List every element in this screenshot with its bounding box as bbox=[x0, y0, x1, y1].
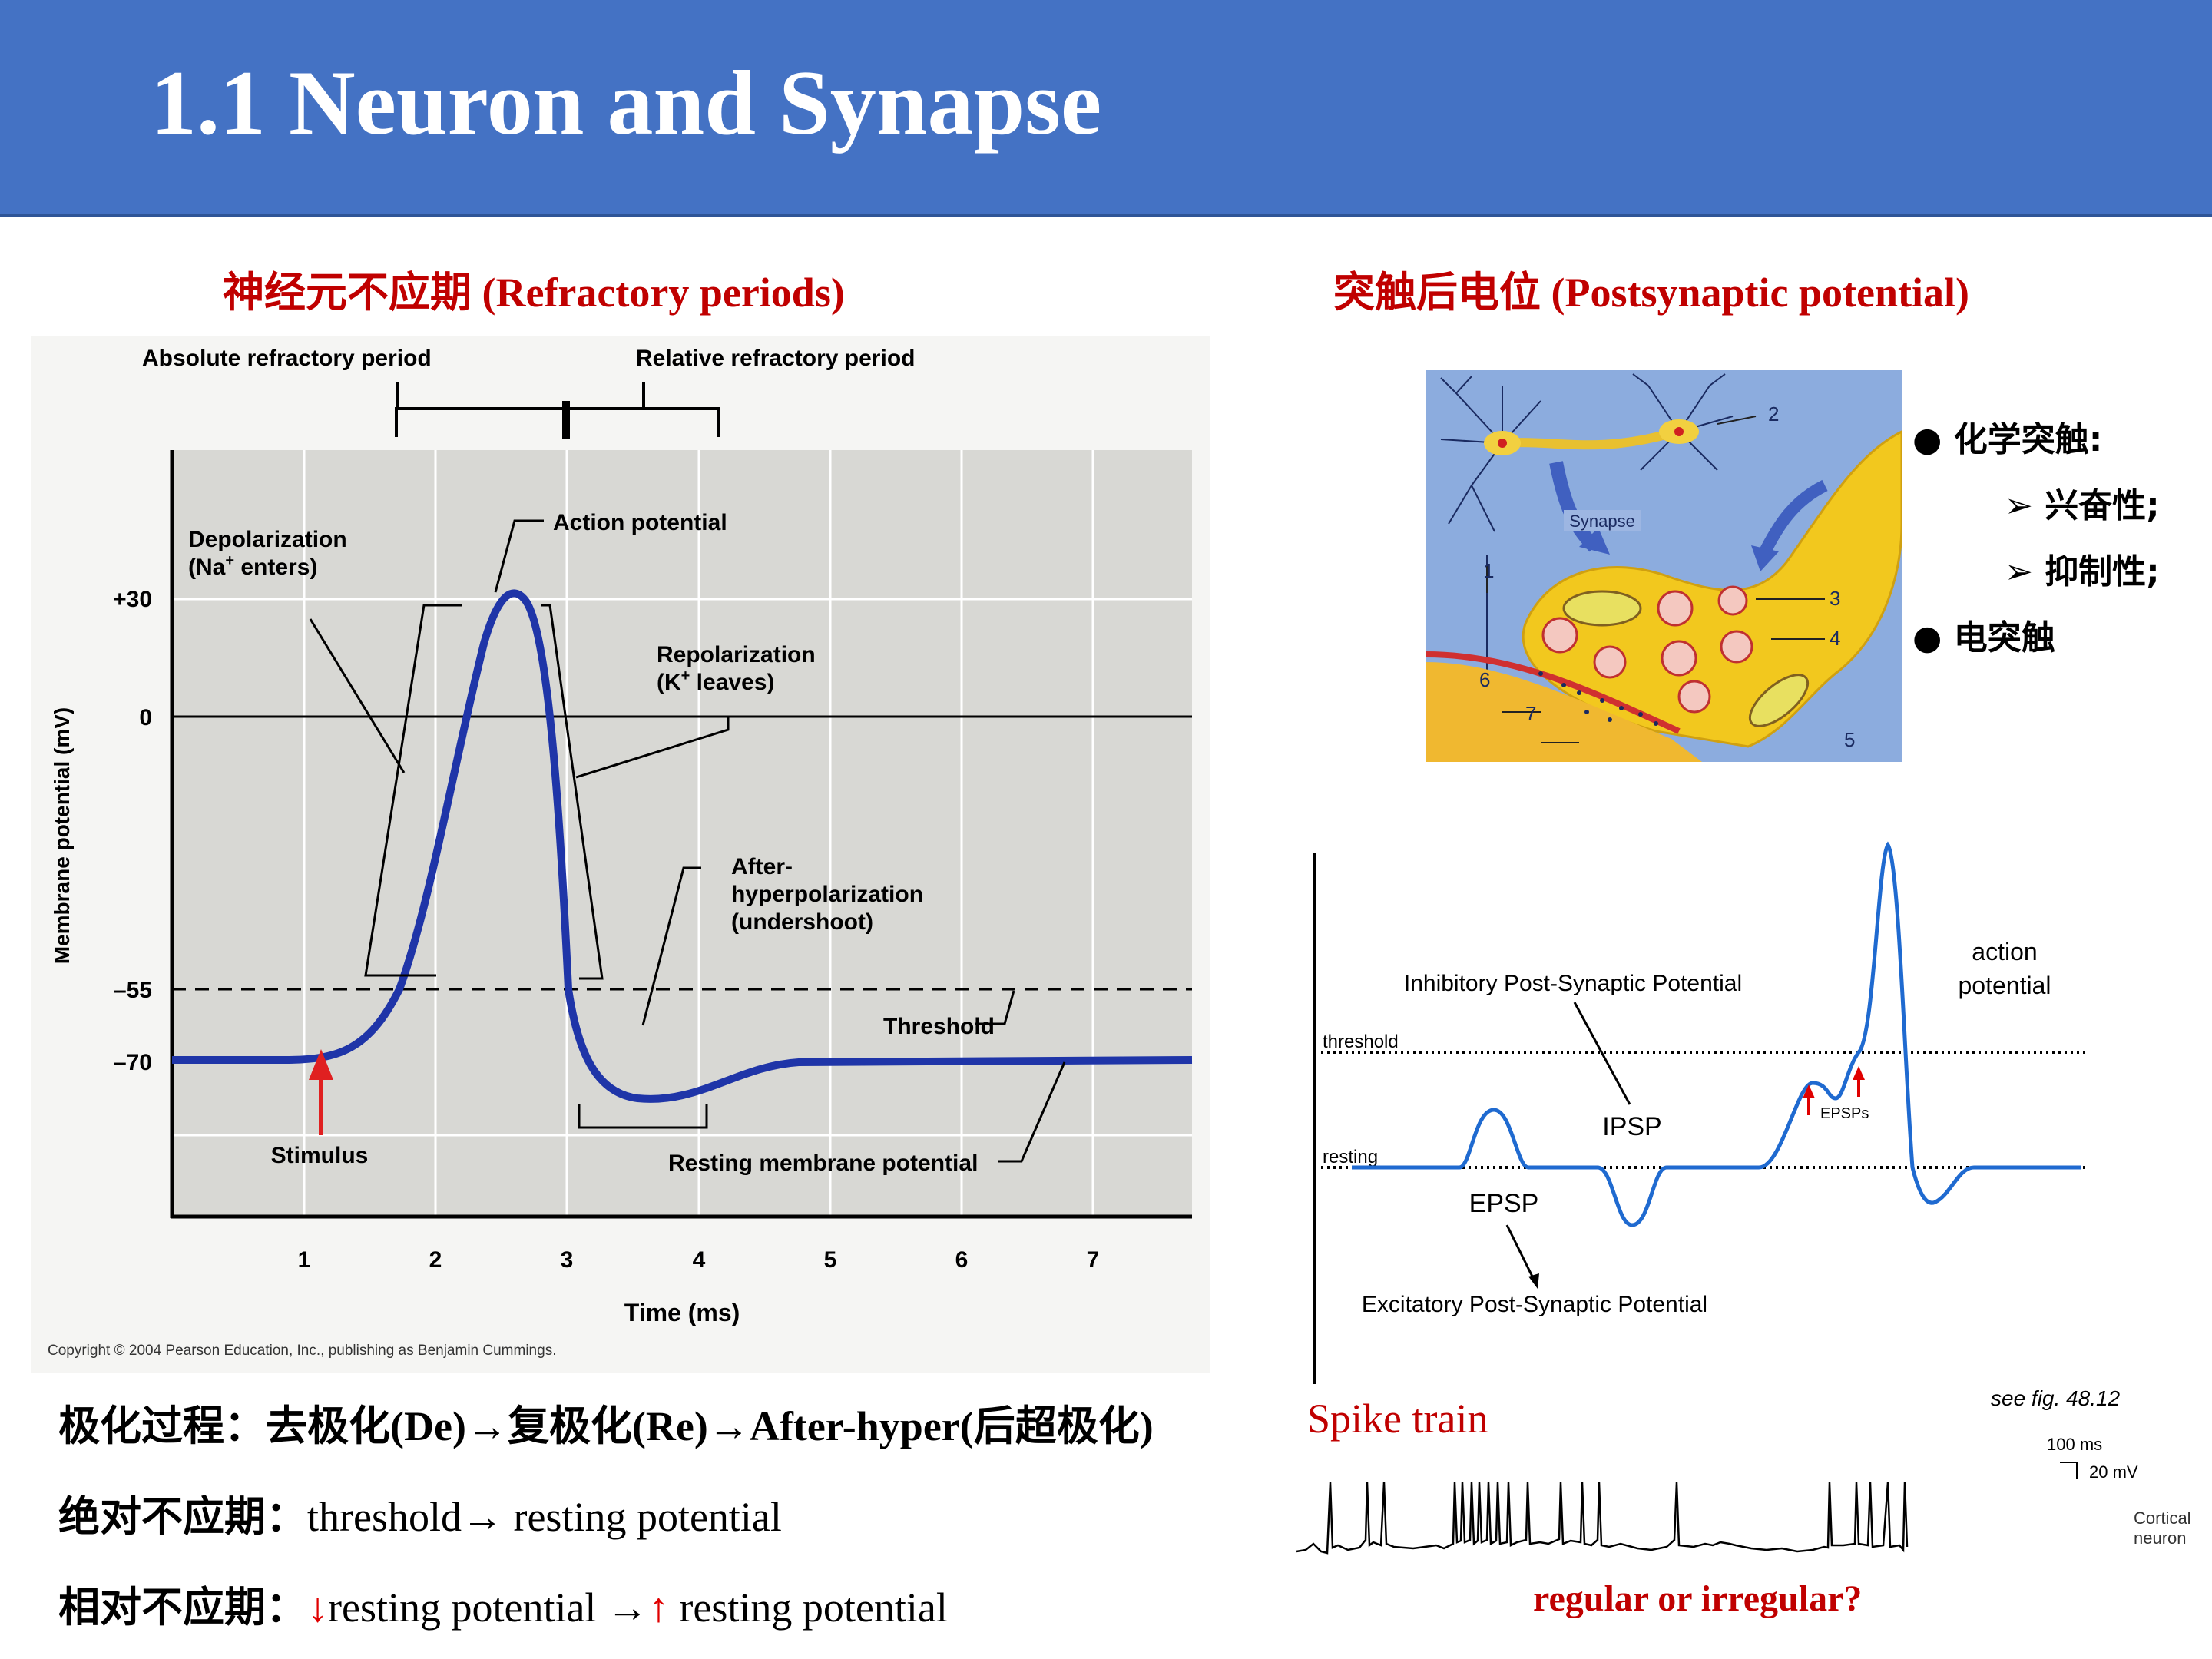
psp-title: 突触后电位 (Postsynaptic potential) bbox=[1333, 258, 1969, 319]
y-tick-0: 0 bbox=[139, 705, 152, 730]
relative-period-label: Relative refractory period bbox=[636, 346, 915, 371]
psp-figure: threshold resting Inhibitory Post-Synapt… bbox=[1313, 841, 2089, 1384]
bullet-excitatory: ➢ 兴奋性; bbox=[2005, 486, 2160, 525]
epsp-label: EPSP bbox=[1469, 1189, 1539, 1218]
callout-4: 4 bbox=[1830, 627, 1840, 650]
refractory-title: 神经元不应期 (Refractory periods) bbox=[223, 258, 845, 319]
threshold-label: Threshold bbox=[883, 1014, 995, 1039]
ipsp-description: Inhibitory Post-Synaptic Potential bbox=[1404, 971, 1742, 996]
x-tick-5: 5 bbox=[824, 1247, 837, 1273]
action-potential-label: Action potential bbox=[553, 510, 727, 535]
after-hyper-label-1: After- bbox=[731, 854, 793, 879]
synapse-illustration: Synapse 1 2 3 4 5 6 7 bbox=[1426, 370, 1902, 762]
relative-refractory-line: 相对不应期：↓resting potential →↑ resting pote… bbox=[58, 1583, 948, 1631]
depol-ion-label: (Na+ enters) bbox=[188, 552, 317, 580]
synapse-type-list: ● 化学突触: ➢ 兴奋性; ➢ 抑制性; ● 电突触 bbox=[1912, 407, 2160, 671]
spike-train-title: Spike train bbox=[1307, 1396, 1488, 1442]
resting-line-label: resting bbox=[1323, 1147, 1378, 1167]
refractory-title-cn: 神经元不应期 bbox=[223, 268, 472, 316]
right-arrow-icon: → bbox=[461, 1494, 503, 1540]
callout-7: 7 bbox=[1525, 702, 1536, 725]
psp-title-cn: 突触后电位 bbox=[1333, 268, 1541, 316]
right-arrow-icon: → bbox=[606, 1584, 648, 1631]
title-bar: 1.1 Neuron and Synapse bbox=[0, 0, 2212, 217]
scale-time-label: 100 ms bbox=[2047, 1435, 2102, 1454]
x-tick-6: 6 bbox=[955, 1247, 969, 1273]
psp-trace bbox=[1352, 841, 2081, 1227]
resting-potential-label: Resting membrane potential bbox=[668, 1151, 978, 1176]
y-tick-plus30: +30 bbox=[113, 587, 152, 612]
down-arrow-icon: ↓ bbox=[307, 1584, 328, 1631]
refractory-title-en: (Refractory periods) bbox=[482, 270, 845, 316]
synapse-label: Synapse bbox=[1569, 512, 1635, 531]
depol-label: Depolarization bbox=[188, 527, 347, 552]
y-tick-minus55: –55 bbox=[114, 978, 152, 1003]
spike-trace bbox=[1296, 1482, 1909, 1555]
copyright-text: Copyright © 2004 Pearson Education, Inc.… bbox=[48, 1343, 556, 1359]
action-label: action bbox=[1972, 938, 2037, 965]
x-tick-7: 7 bbox=[1087, 1247, 1100, 1273]
bullet-inhibitory: ➢ 抑制性; bbox=[2005, 552, 2160, 591]
up-arrow-icon: ↑ bbox=[647, 1584, 669, 1631]
callout-1: 1 bbox=[1483, 559, 1494, 582]
cortical-label: Cortical bbox=[2134, 1508, 2191, 1528]
x-tick-4: 4 bbox=[693, 1247, 706, 1273]
repol-label: Repolarization bbox=[657, 642, 816, 667]
see-fig-label: see fig. 48.12 bbox=[1991, 1386, 2121, 1410]
spike-train-figure: see fig. 48.12 100 ms 20 mV Cortical neu… bbox=[1296, 1386, 2191, 1555]
polarization-process-line: 极化过程：去极化(De)→复极化(Re)→After-hyper(后超极化) bbox=[58, 1402, 1154, 1450]
x-axis-label: Time (ms) bbox=[624, 1299, 740, 1326]
callout-3: 3 bbox=[1830, 587, 1840, 610]
x-tick-3: 3 bbox=[561, 1247, 574, 1273]
right-arrow-icon: → bbox=[465, 1403, 508, 1449]
absolute-period-label: Absolute refractory period bbox=[142, 346, 432, 371]
repol-ion-label: (K+ leaves) bbox=[657, 667, 774, 695]
stimulus-arrow-icon bbox=[309, 1049, 333, 1135]
bullet-chemical: ● 化学突触: bbox=[1912, 420, 2103, 459]
bullet-electrical: ● 电突触 bbox=[1912, 618, 2055, 657]
action-potential-curve bbox=[172, 589, 1193, 1103]
stimulus-label: Stimulus bbox=[271, 1143, 369, 1168]
y-axis-label: Membrane potential (mV) bbox=[50, 707, 74, 964]
refractory-figure: Absolute refractory period Relative refr… bbox=[31, 336, 1210, 1373]
callout-5: 5 bbox=[1844, 728, 1855, 751]
callout-2: 2 bbox=[1768, 402, 1779, 426]
right-arrow-icon: → bbox=[707, 1403, 750, 1449]
after-hyper-label-2: hyperpolarization bbox=[731, 882, 923, 907]
page-title: 1.1 Neuron and Synapse bbox=[151, 51, 1102, 154]
x-tick-1: 1 bbox=[298, 1247, 311, 1273]
epsp-arrow-icon bbox=[1803, 1066, 1865, 1115]
neuron-label: neuron bbox=[2134, 1528, 2187, 1548]
threshold-line-label: threshold bbox=[1323, 1031, 1399, 1052]
epsps-label: EPSPs bbox=[1820, 1105, 1869, 1122]
potential-label: potential bbox=[1959, 972, 2051, 999]
psp-title-en: (Postsynaptic potential) bbox=[1551, 270, 1969, 316]
ipsp-label: IPSP bbox=[1602, 1112, 1661, 1141]
y-tick-minus70: –70 bbox=[114, 1050, 152, 1075]
absolute-refractory-line: 绝对不应期：threshold→ resting potential bbox=[58, 1492, 782, 1541]
epsp-description: Excitatory Post-Synaptic Potential bbox=[1362, 1292, 1707, 1317]
after-hyper-label-3: (undershoot) bbox=[731, 909, 873, 935]
callout-6: 6 bbox=[1479, 668, 1490, 691]
regular-question: regular or irregular? bbox=[1533, 1578, 1863, 1619]
x-tick-2: 2 bbox=[429, 1247, 442, 1273]
scale-volt-label: 20 mV bbox=[2089, 1462, 2138, 1482]
